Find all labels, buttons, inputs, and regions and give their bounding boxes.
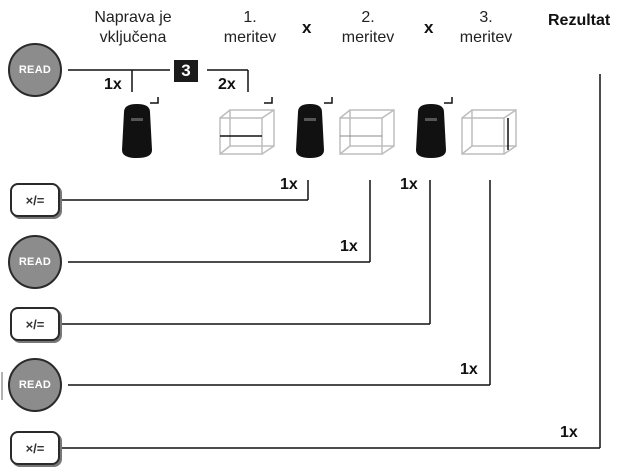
multiply-equals-button-2[interactable]: ×/= (10, 307, 60, 341)
device-icon (122, 104, 152, 158)
multiply-equals-button-1[interactable]: ×/= (10, 183, 60, 217)
header-multiply-1: x (302, 18, 312, 37)
header-measurement-3: 3. meritev (459, 9, 513, 46)
read-button-3[interactable]: READ (8, 358, 62, 412)
header-measurement-2: 2. meritev (341, 9, 395, 46)
read-button-2[interactable]: READ (8, 235, 62, 289)
read-button-1[interactable]: READ (8, 43, 62, 97)
header-multiply-2: x (424, 18, 434, 37)
label-1x-row2b: 1x (400, 176, 418, 193)
header-device-on: Naprava je vključena (94, 9, 172, 46)
multiply-equals-button-3[interactable]: ×/= (10, 431, 60, 465)
step-3-badge: 3 (174, 60, 198, 82)
label-1x-row6: 1x (560, 424, 578, 441)
header-result: Rezultat (548, 12, 611, 29)
label-1x-row5: 1x (460, 361, 478, 378)
label-1x-row3: 1x (340, 238, 358, 255)
label-1x-row1: 1x (104, 76, 122, 93)
label-1x-row2: 1x (280, 176, 298, 193)
header-measurement-1: 1. meritev (223, 9, 277, 46)
label-2x-row1: 2x (218, 76, 236, 93)
